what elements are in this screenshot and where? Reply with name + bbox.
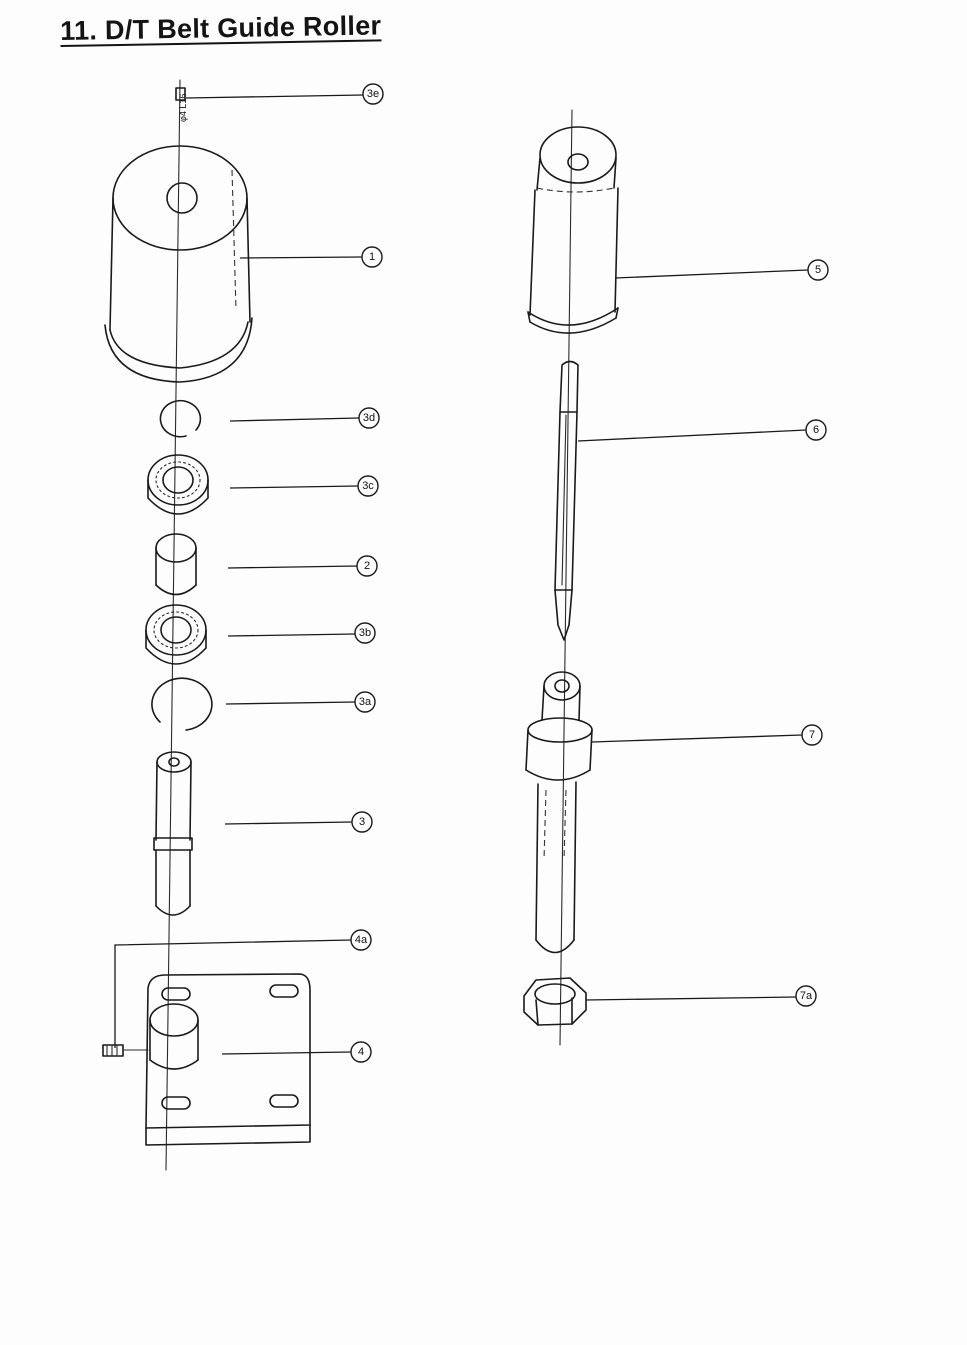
callout-4a: 4a: [114, 929, 372, 1048]
svg-text:2: 2: [364, 560, 370, 572]
svg-text:6: 6: [813, 424, 819, 436]
part-7-stud: [525, 671, 593, 954]
part-3e-pin: φ4 L16: [175, 87, 188, 122]
left-axis-line: [165, 79, 181, 1171]
callout-3c: 3c: [229, 475, 379, 497]
callout-7a: 7a: [585, 985, 817, 1007]
part-3d-snap-ring: [159, 399, 202, 438]
svg-text:4a: 4a: [355, 934, 368, 946]
part-3a-snap-ring: [151, 677, 213, 731]
svg-text:1: 1: [369, 251, 375, 263]
callout-3b: 3b: [227, 622, 376, 644]
part-3b-bearing: [145, 604, 207, 665]
svg-text:3c: 3c: [362, 480, 374, 492]
pin-marking: φ4 L16: [178, 94, 188, 122]
svg-text:3d: 3d: [363, 412, 375, 424]
svg-text:3a: 3a: [359, 696, 372, 708]
callout-1: 1: [239, 246, 383, 268]
part-1-roller: [104, 145, 253, 383]
part-7a-hex-nut: [523, 977, 587, 1026]
part-5-roller: [527, 126, 619, 334]
callout-4: 4: [221, 1041, 372, 1063]
part-6-shaft: [554, 360, 579, 641]
svg-text:7a: 7a: [800, 990, 813, 1002]
callout-3a: 3a: [225, 691, 376, 713]
callout-3d: 3d: [229, 407, 380, 429]
part-3-shaft: [153, 751, 193, 916]
svg-text:3b: 3b: [359, 627, 371, 639]
part-3c-bearing: [147, 454, 209, 515]
right-axis-line: [559, 109, 573, 1046]
callout-6: 6: [577, 419, 827, 442]
svg-text:4: 4: [358, 1046, 364, 1058]
callout-3e: 3e: [185, 83, 384, 105]
callout-2: 2: [227, 555, 378, 577]
callout-3: 3: [224, 811, 373, 833]
svg-text:5: 5: [815, 264, 821, 276]
callout-7: 7: [591, 724, 823, 746]
svg-text:7: 7: [809, 729, 815, 741]
svg-text:3e: 3e: [367, 88, 379, 100]
part-4a-set-screw: [102, 1044, 149, 1057]
part-4-bracket-plate: [145, 973, 311, 1146]
callout-5: 5: [614, 259, 829, 281]
part-2-spacer: [155, 533, 197, 596]
svg-text:3: 3: [359, 816, 365, 828]
